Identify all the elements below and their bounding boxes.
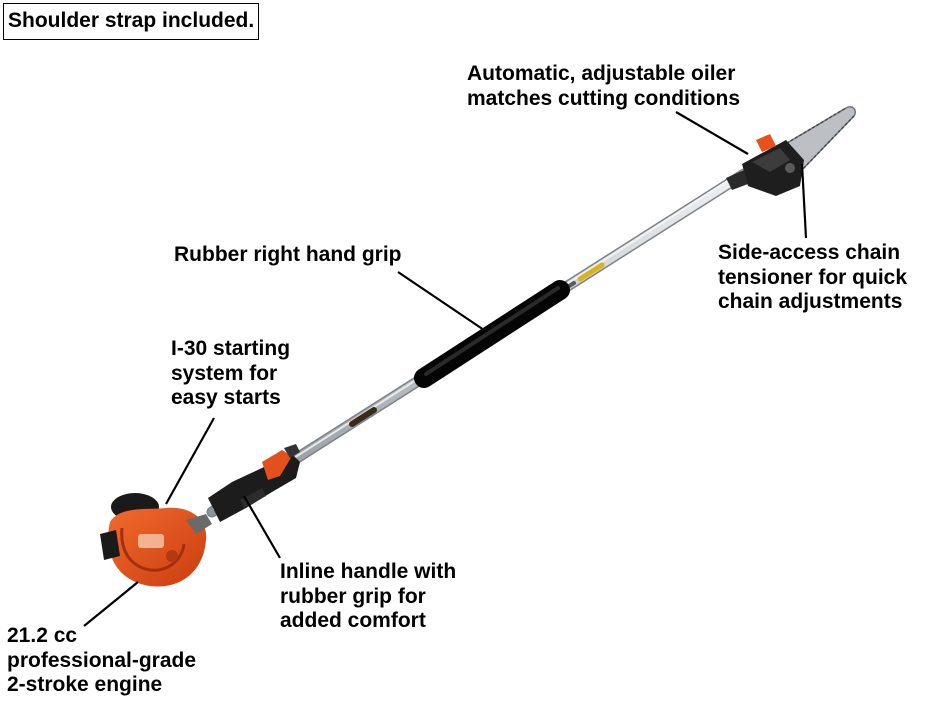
callout-handle-line1: Inline handle with (280, 560, 457, 583)
leader-handle (243, 495, 281, 559)
leader-lines (83, 111, 808, 627)
inline-handle (208, 444, 300, 522)
leader-grip (397, 271, 485, 331)
leader-starting (165, 417, 215, 505)
callout-starting-line3: easy starts (171, 386, 281, 409)
callout-starting-line1: I-30 starting (171, 337, 291, 360)
engine-housing (100, 493, 212, 587)
callout-engine-line2: professional-grade (7, 648, 197, 672)
saw-head (726, 105, 857, 196)
callout-starting-line2: system for (171, 361, 278, 385)
callout-handle-line2: rubber grip for (280, 584, 426, 608)
callout-oiler-line2: matches cutting conditions (467, 86, 741, 110)
right-hand-grip (414, 280, 570, 388)
callout-grip-line1: Rubber right hand grip (174, 243, 402, 266)
callout-engine-line1: 21.2 cc (7, 624, 78, 647)
callout-grip: Rubber right hand grip (174, 243, 401, 268)
callout-engine: 21.2 cc professional-grade 2-stroke engi… (7, 624, 196, 698)
callout-starting: I-30 starting system for easy starts (171, 337, 290, 411)
callout-oiler-line1: Automatic, adjustable oiler (467, 62, 736, 85)
leader-oiler (675, 111, 749, 155)
callout-tensioner-line1: Side-access chain (718, 241, 901, 264)
shoulder-strap-badge: Shoulder strap included. (3, 3, 260, 40)
leader-tensioner (800, 163, 808, 239)
callout-engine-line3: 2-stroke engine (7, 673, 163, 696)
callout-tensioner-line2: tensioner for quick (718, 265, 908, 289)
callout-tensioner-line3: chain adjustments (718, 290, 903, 313)
shoulder-strap-text: Shoulder strap included. (8, 9, 255, 32)
callout-handle-line3: added comfort (280, 609, 426, 632)
leader-engine (83, 581, 139, 627)
callout-handle: Inline handle with rubber grip for added… (280, 560, 456, 634)
callout-tensioner: Side-access chain tensioner for quick ch… (718, 241, 907, 315)
callout-oiler: Automatic, adjustable oiler matches cutt… (467, 62, 740, 111)
